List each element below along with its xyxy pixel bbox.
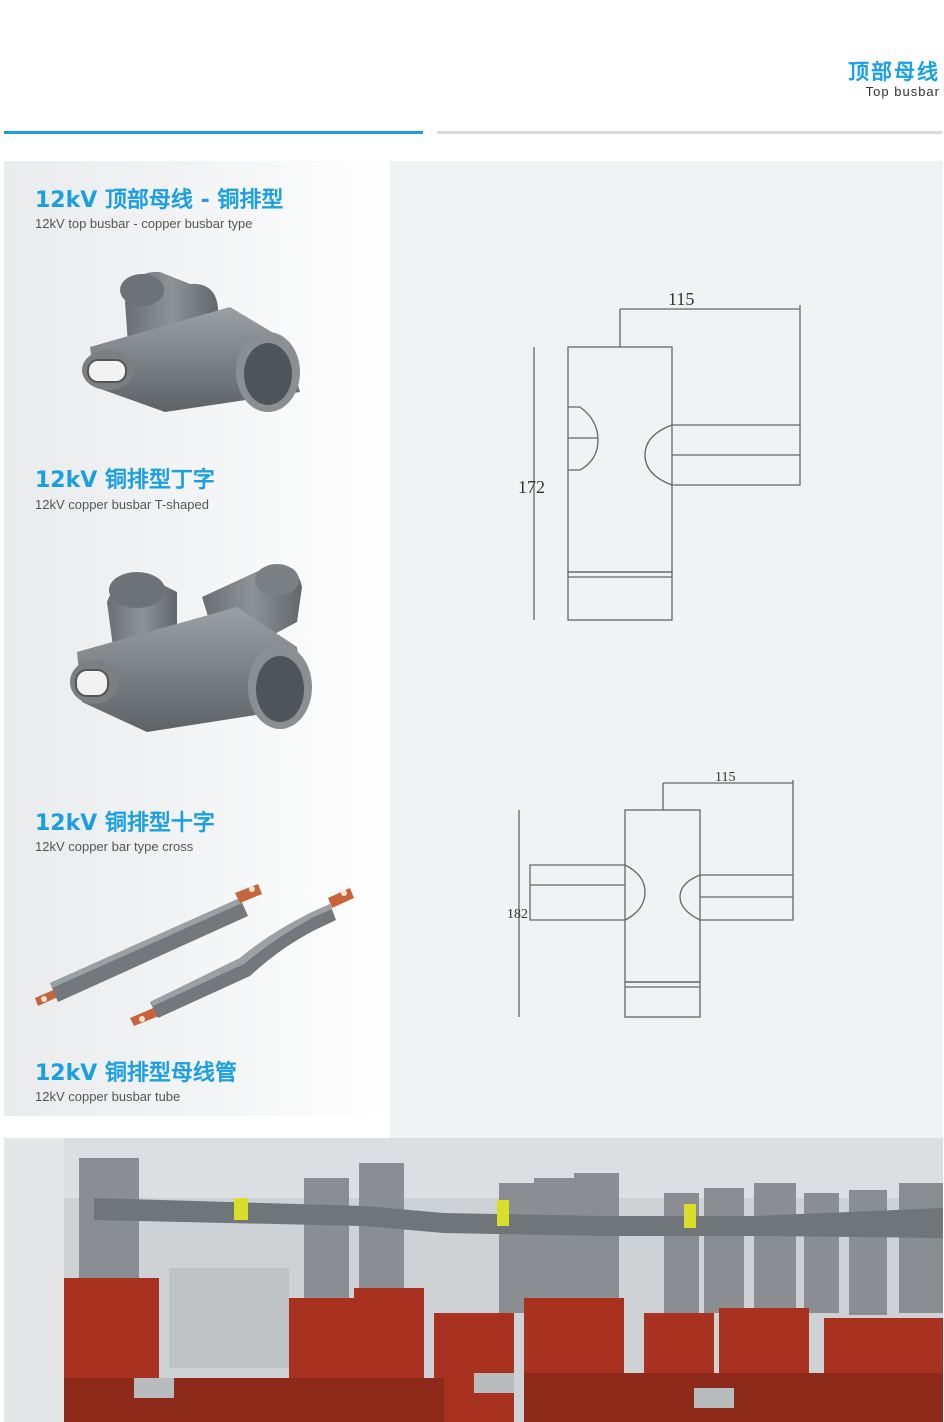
page-subtitle: Top busbar: [865, 84, 940, 99]
height-dimension-label: 182: [507, 907, 528, 922]
product-subtitle-cross: 12kV copper bar type cross: [35, 839, 194, 854]
drawing-panel: [390, 161, 943, 1138]
width-dimension-label: 115: [668, 289, 694, 309]
product-subtitle-top-busbar: 12kV top busbar - copper busbar type: [35, 216, 253, 231]
product-subtitle-t-shaped: 12kV copper busbar T-shaped: [35, 497, 209, 512]
t-busbar-illustration: [82, 271, 300, 412]
accent-rule: [4, 131, 423, 134]
width-dimension-label: 115: [715, 770, 735, 785]
product-title-tube: 12kV 铜排型母线管: [35, 1061, 237, 1086]
installation-photo: [4, 1138, 943, 1422]
cross-busbar-illustration: [70, 564, 312, 732]
page-title: 顶部母线: [848, 60, 940, 84]
product-title-cross: 12kV 铜排型十字: [35, 811, 215, 836]
t-shaped-dimension-drawing: 115 172: [518, 289, 801, 621]
product-title-top-busbar: 12kV 顶部母线 - 铜排型: [35, 188, 284, 213]
cross-dimension-drawing: 115 182: [507, 770, 794, 1018]
busbar-tube-illustration: [35, 884, 354, 1026]
height-dimension-label: 172: [518, 477, 545, 497]
divider-rule: [437, 131, 942, 134]
product-title-t-shaped: 12kV 铜排型丁字: [35, 468, 215, 493]
product-subtitle-tube: 12kV copper busbar tube: [35, 1089, 181, 1104]
